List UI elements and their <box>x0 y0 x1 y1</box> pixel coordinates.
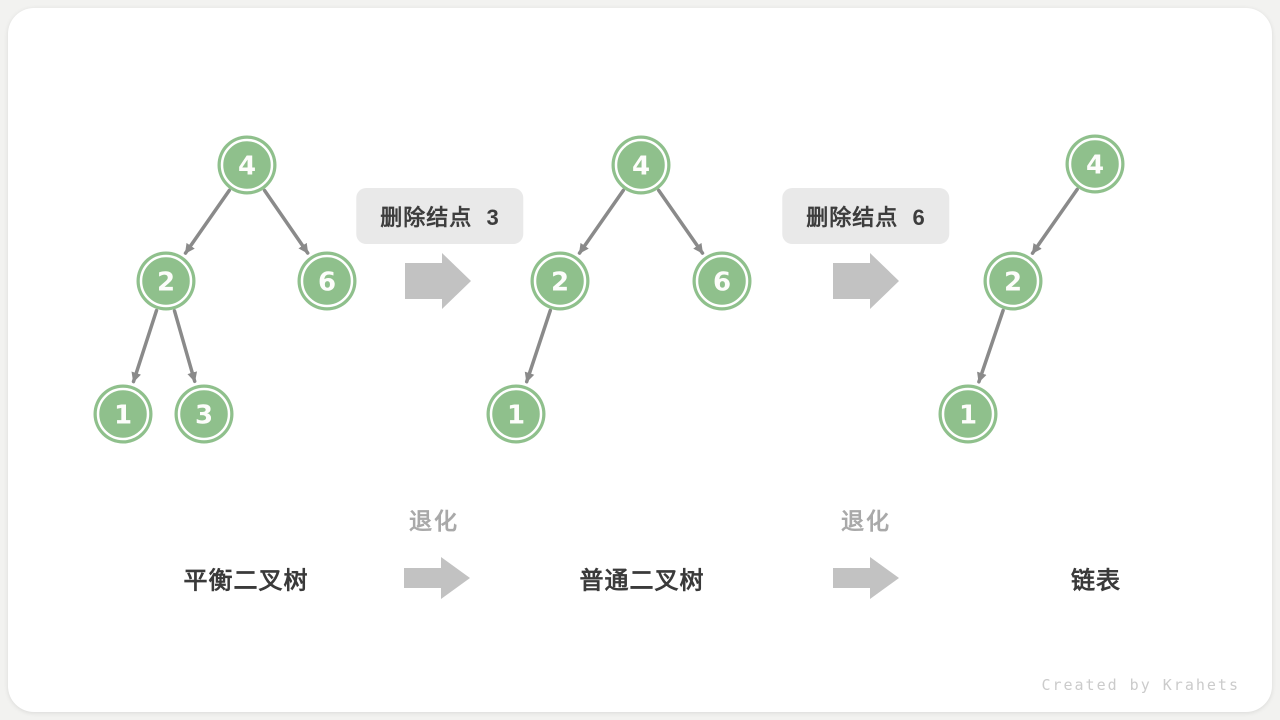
tree-node-value: 2 <box>157 267 175 297</box>
tree-node-1: 1 <box>938 384 998 444</box>
tree-node-value: 4 <box>632 151 650 181</box>
tree-edge-arrow <box>577 188 626 255</box>
tree-edge-arrow <box>656 188 705 255</box>
tree: 4 2 6 1 3 <box>93 135 357 444</box>
right-block-arrow-icon <box>405 253 471 309</box>
step-badge-delete-6: 删除结点 6 <box>782 188 950 244</box>
step-badge-delete-3: 删除结点 3 <box>356 188 524 244</box>
right-block-arrow-icon <box>833 253 899 309</box>
tree-node-value: 1 <box>959 400 977 430</box>
right-block-arrow-icon <box>404 557 470 599</box>
tree-edge-arrow <box>172 309 198 384</box>
tree-node-value: 2 <box>551 267 569 297</box>
tree-edge-arrow <box>524 308 553 384</box>
stage-label-ordinary-binary-tree: 普通二叉树 <box>579 567 705 595</box>
tree-node-2: 2 <box>530 251 590 311</box>
tree-edge-arrow <box>262 188 310 255</box>
tree-node-value: 1 <box>114 400 132 430</box>
tree-node-6: 6 <box>692 251 752 311</box>
degrade-label: 退化 <box>841 508 891 534</box>
tree-node-4: 4 <box>1065 134 1125 194</box>
tree-node-1: 1 <box>93 384 153 444</box>
tree-node-6: 6 <box>297 251 357 311</box>
stage-label-linked-list: 链表 <box>1071 567 1121 595</box>
white-card <box>8 8 1272 712</box>
tree-node-value: 4 <box>238 151 256 181</box>
tree-node-3: 3 <box>174 384 234 444</box>
tree: 4 2 6 1 <box>486 135 752 444</box>
right-block-arrow-icon <box>833 557 899 599</box>
tree-edge-arrow <box>1030 187 1079 255</box>
tree-edge-arrow <box>183 188 232 255</box>
tree-node-4: 4 <box>217 135 277 195</box>
tree-node-value: 6 <box>318 267 336 297</box>
degrade-label: 退化 <box>409 508 459 534</box>
stage-label-balanced-binary-tree: 平衡二叉树 <box>183 567 309 595</box>
tree-node-value: 1 <box>507 400 525 430</box>
tree-edge-arrow <box>131 308 159 384</box>
tree-node-value: 6 <box>713 267 731 297</box>
tree-node-value: 4 <box>1086 150 1104 180</box>
tree: 4 2 1 <box>938 134 1125 444</box>
tree-node-4: 4 <box>611 135 671 195</box>
tree-node-2: 2 <box>136 251 196 311</box>
tree-node-value: 2 <box>1004 267 1022 297</box>
tree-node-1: 1 <box>486 384 546 444</box>
watermark: Created by Krahets <box>1041 676 1240 694</box>
tree-edge-arrow <box>977 308 1005 384</box>
tree-node-value: 3 <box>195 400 213 430</box>
tree-node-2: 2 <box>983 251 1043 311</box>
